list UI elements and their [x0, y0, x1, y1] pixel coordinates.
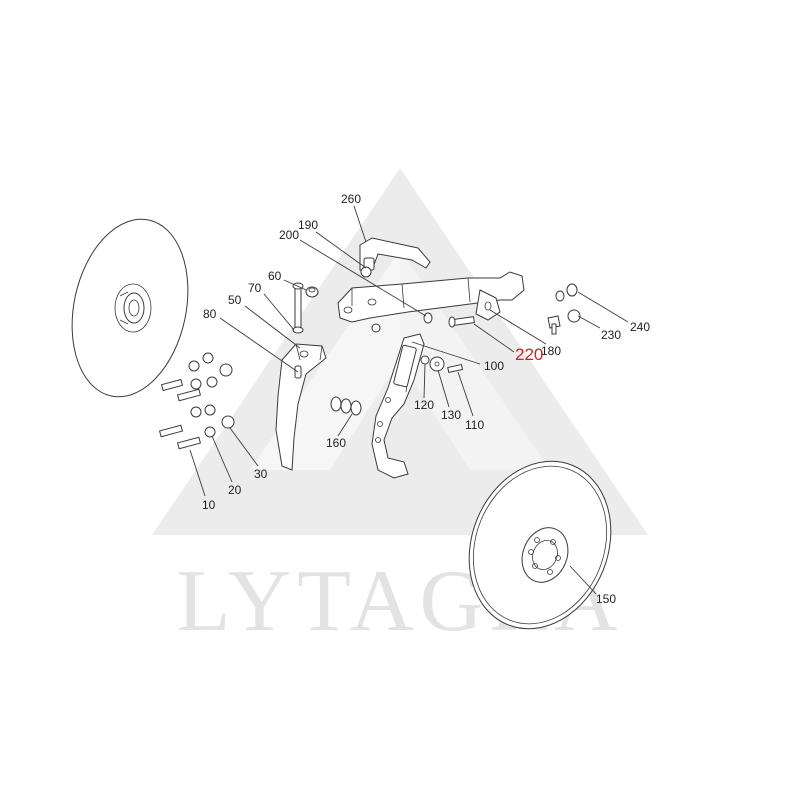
callout-150: 150	[596, 592, 616, 606]
callout-100: 100	[484, 359, 504, 373]
leader-260	[353, 205, 367, 243]
leader-120	[423, 363, 426, 399]
leader-100	[411, 341, 481, 365]
left-disc-part	[71, 218, 189, 398]
callout-240: 240	[630, 320, 650, 334]
leader-110	[457, 371, 474, 417]
callout-130: 130	[441, 408, 461, 422]
callout-180: 180	[541, 344, 561, 358]
callout-120: 120	[414, 398, 434, 412]
leader-190	[315, 231, 367, 269]
callout-60: 60	[268, 269, 282, 283]
callout-20: 20	[228, 483, 242, 497]
callout-30: 30	[254, 467, 268, 481]
leader-220	[473, 323, 515, 353]
leader-80	[219, 317, 299, 373]
leader-60	[283, 279, 307, 291]
callout-190: 190	[298, 218, 318, 232]
press-arm-part	[371, 333, 425, 479]
callout-70: 70	[248, 281, 262, 295]
hardware-120-130-110	[420, 355, 464, 373]
leader-50	[244, 305, 301, 349]
leader-lines	[189, 205, 629, 595]
left-bolt-cluster	[158, 352, 235, 450]
leader-20	[211, 435, 233, 483]
callout-200: 200	[279, 228, 299, 242]
callout-260: 260	[341, 192, 361, 206]
leader-130	[437, 369, 450, 408]
right-hardware-part	[547, 283, 581, 335]
washer-stack-part	[330, 396, 362, 416]
callout-10: 10	[202, 498, 216, 512]
cap-part-60	[305, 286, 319, 298]
frame-bracket-part	[337, 271, 525, 323]
callout-80: 80	[203, 307, 217, 321]
callout-220: 220	[515, 345, 543, 364]
leader-10	[189, 449, 206, 497]
leader-30	[229, 427, 259, 467]
callout-160: 160	[326, 436, 346, 450]
callout-50: 50	[228, 293, 242, 307]
vertical-bolt-part	[292, 282, 304, 334]
callout-230: 230	[601, 328, 621, 342]
leader-160	[337, 413, 353, 437]
right-disc-part	[468, 460, 612, 630]
callout-labels: 10 20 30 50 60 70 80 100 110 120 130 150…	[202, 192, 650, 606]
leader-240	[577, 291, 629, 323]
leader-200	[299, 239, 427, 317]
leader-70	[263, 293, 295, 331]
bracket-bolt-part	[360, 266, 475, 333]
leader-150	[569, 565, 597, 595]
callout-110: 110	[465, 418, 484, 432]
leader-230	[577, 315, 601, 329]
leader-180	[489, 309, 547, 345]
